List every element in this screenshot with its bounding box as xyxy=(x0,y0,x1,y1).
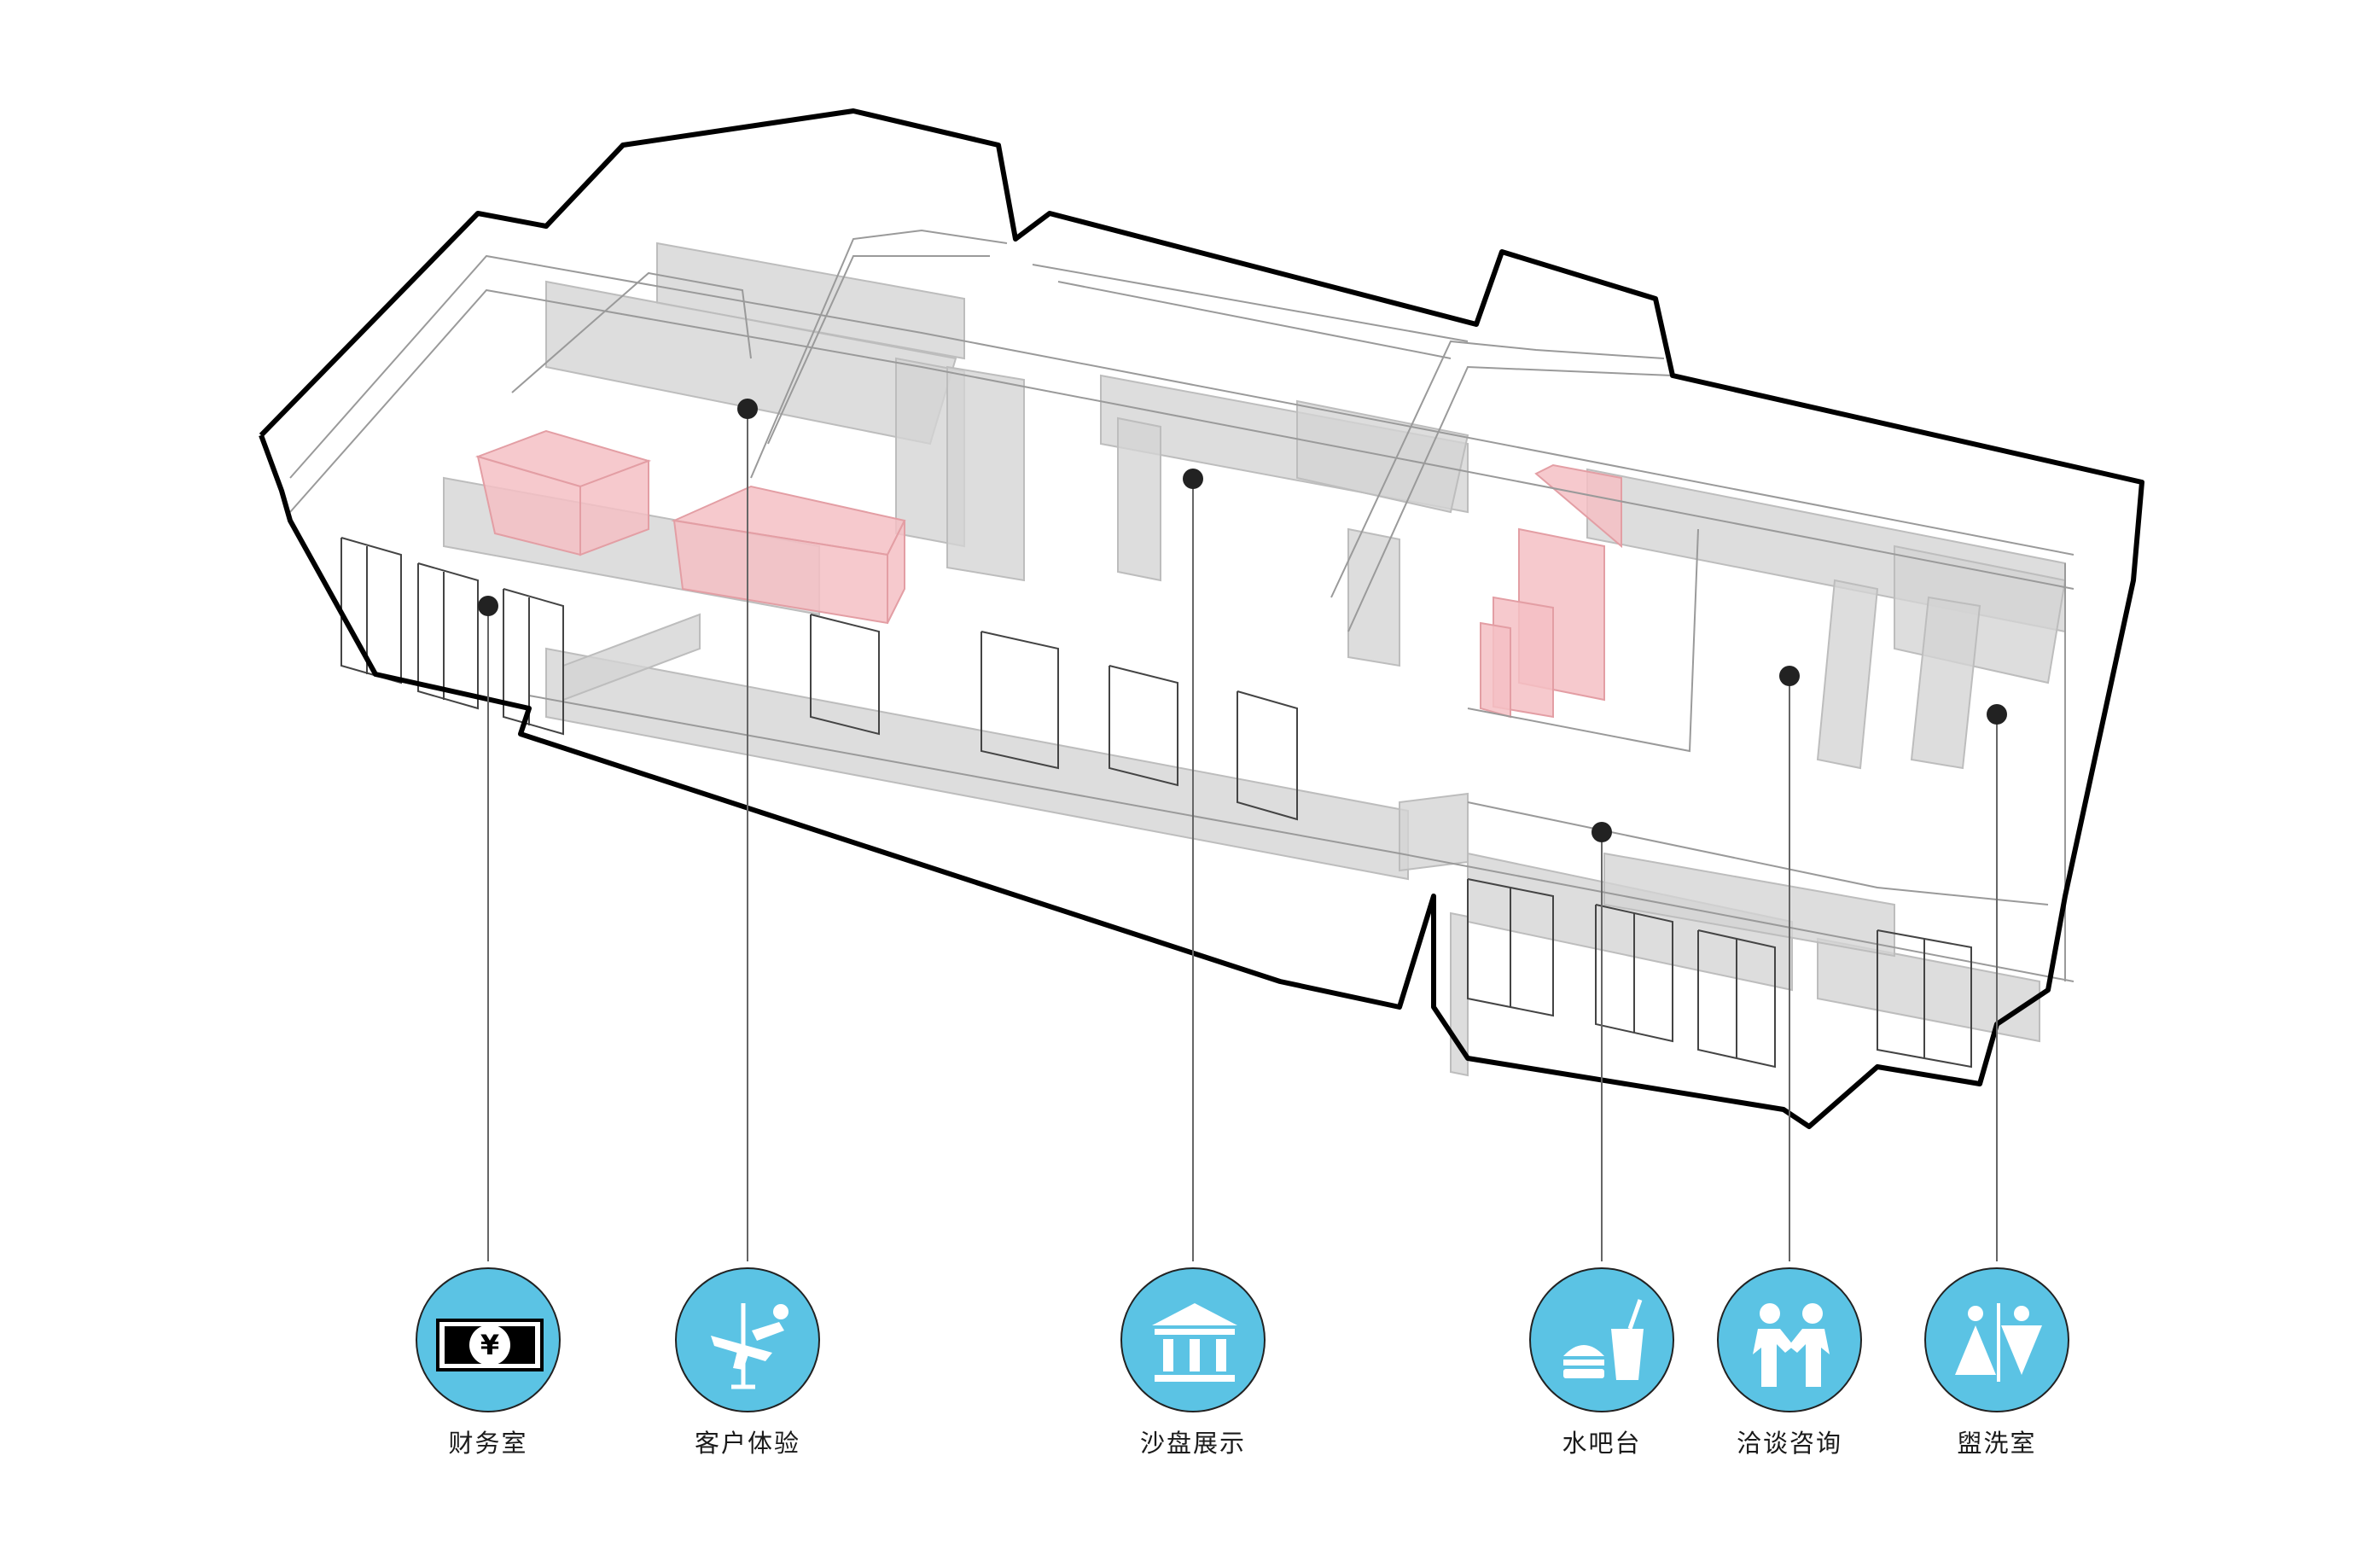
dot-sandtable xyxy=(1183,469,1203,489)
window-frames xyxy=(340,537,1972,1069)
dot-restroom xyxy=(1987,704,2007,725)
experience-badge xyxy=(675,1267,820,1412)
finance-badge: ¥ xyxy=(416,1267,561,1412)
burger-drink-icon xyxy=(1563,1299,1644,1380)
yuan-banknote-icon: ¥ xyxy=(436,1319,544,1371)
bank-building-icon xyxy=(1152,1303,1237,1382)
restroom-badge xyxy=(1924,1267,2069,1412)
restroom-icon xyxy=(1955,1303,2042,1382)
svg-text:¥: ¥ xyxy=(480,1329,499,1361)
handshake-icon xyxy=(1753,1303,1830,1387)
highlight-volumes xyxy=(474,429,1622,719)
sandtable-label: 沙盘展示 xyxy=(1139,1429,1246,1458)
waterbar-label: 水吧台 xyxy=(1562,1429,1642,1458)
finance-label: 财务室 xyxy=(448,1429,528,1458)
dot-experience xyxy=(737,399,758,419)
dot-finance xyxy=(478,596,498,616)
interior-walls xyxy=(443,242,2067,1077)
dot-waterbar xyxy=(1592,822,1612,842)
restroom-label: 盥洗室 xyxy=(1957,1429,2037,1458)
kick-figure-icon xyxy=(711,1303,788,1389)
waterbar-badge xyxy=(1529,1267,1674,1412)
dot-consult xyxy=(1779,666,1800,686)
consult-badge xyxy=(1717,1267,1862,1412)
experience-label: 客户体验 xyxy=(694,1429,800,1458)
sandtable-badge xyxy=(1120,1267,1266,1412)
interior-lines xyxy=(289,229,2074,982)
room-dots xyxy=(478,399,2007,842)
leader-lines xyxy=(487,409,1998,1261)
building-outline xyxy=(259,108,2144,1129)
consult-label: 洽谈咨询 xyxy=(1736,1429,1842,1458)
